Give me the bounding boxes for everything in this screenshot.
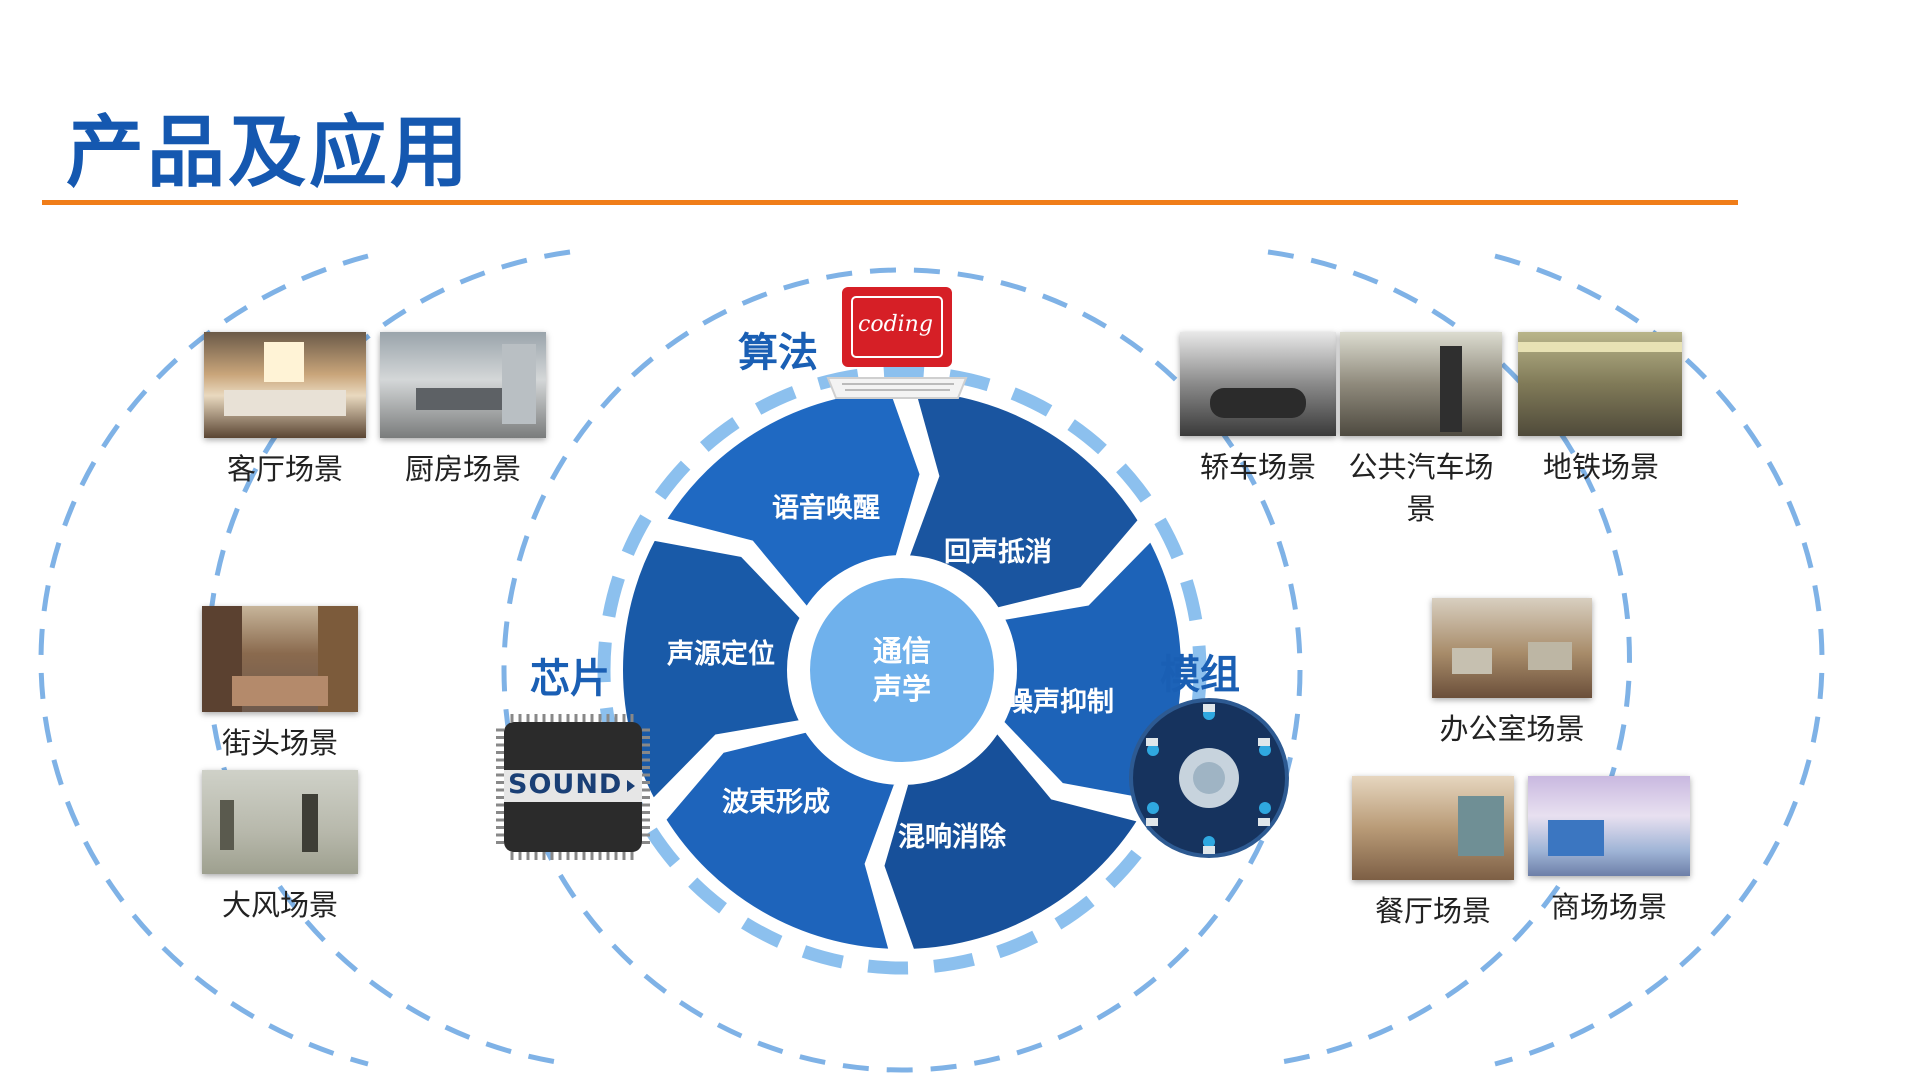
- scene-kitchen: 厨房场景: [380, 332, 546, 488]
- scene-office: 办公室场景: [1432, 598, 1592, 748]
- chip-sound-text: SOUND: [508, 769, 623, 800]
- scene-caption: 厨房场景: [404, 452, 521, 486]
- chip-icon: [496, 714, 650, 860]
- kitchen-photo: [380, 332, 546, 438]
- middle-dashed-ring: [501, 267, 1303, 1073]
- wheel-segment: [878, 724, 1146, 955]
- center-circle: [810, 578, 994, 762]
- chip-label: 芯片: [530, 656, 610, 702]
- wheel-dashed-ring: [597, 365, 1207, 975]
- center-label-line1: 通信: [872, 634, 931, 668]
- page-title: 产品及应用: [66, 108, 472, 198]
- title-divider: [42, 200, 1738, 205]
- center-label: 通信 声学: [848, 632, 956, 708]
- wheel-segment: [901, 385, 1145, 615]
- segment-label-source-localization: 声源定位: [667, 639, 775, 670]
- scene-caption: 客厅场景: [226, 452, 343, 486]
- scene-caption: 轿车场景: [1199, 450, 1316, 484]
- process-wheel: [617, 385, 1187, 955]
- bus-photo: [1340, 332, 1502, 436]
- street-photo: [202, 606, 358, 712]
- scene-caption: 大风场景: [221, 888, 338, 922]
- right-inner-dashed-arc: [1267, 249, 1632, 1067]
- wheel-segment: [659, 725, 903, 955]
- segment-label-dereverb: 混响消除: [898, 822, 1006, 853]
- windy-photo: [202, 770, 358, 874]
- scene-caption: 街头场景: [221, 726, 338, 760]
- module-board-icon: [1129, 698, 1289, 858]
- scene-windy: 大风场景: [202, 770, 358, 924]
- coding-text: coding: [858, 312, 933, 337]
- scene-mall: 商场场景: [1528, 776, 1690, 926]
- scene-sedan: 轿车场景: [1180, 332, 1336, 486]
- sedan-photo: [1180, 332, 1336, 436]
- scene-street: 街头场景: [202, 606, 358, 762]
- scene-caption: 办公室场景: [1439, 712, 1585, 746]
- algorithm-label: 算法: [738, 330, 818, 376]
- laptop-icon: [826, 287, 968, 399]
- subway-photo: [1518, 332, 1682, 436]
- scene-living-room: 客厅场景: [204, 332, 366, 488]
- scene-caption: 地铁场景: [1542, 450, 1659, 484]
- scene-caption: 商场场景: [1550, 890, 1667, 924]
- segment-label-echo-cancel: 回声抵消: [944, 537, 1052, 568]
- module-label: 模组: [1160, 652, 1240, 698]
- restaurant-photo: [1352, 776, 1514, 880]
- scene-subway: 地铁场景: [1518, 332, 1684, 486]
- scene-bus: 公共汽车场景: [1338, 332, 1504, 528]
- segment-label-wake: 语音唤醒: [772, 493, 880, 524]
- mall-photo: [1528, 776, 1690, 876]
- segment-label-beamforming: 波束形成: [722, 787, 830, 818]
- scene-caption: 公共汽车场景: [1348, 450, 1494, 526]
- scene-restaurant: 餐厅场景: [1352, 776, 1514, 930]
- segment-label-noise-suppress: 噪声抑制: [1006, 687, 1114, 718]
- office-photo: [1432, 598, 1592, 698]
- center-label-line2: 声学: [872, 672, 931, 706]
- living-room-photo: [204, 332, 366, 438]
- scene-caption: 餐厅场景: [1374, 894, 1491, 928]
